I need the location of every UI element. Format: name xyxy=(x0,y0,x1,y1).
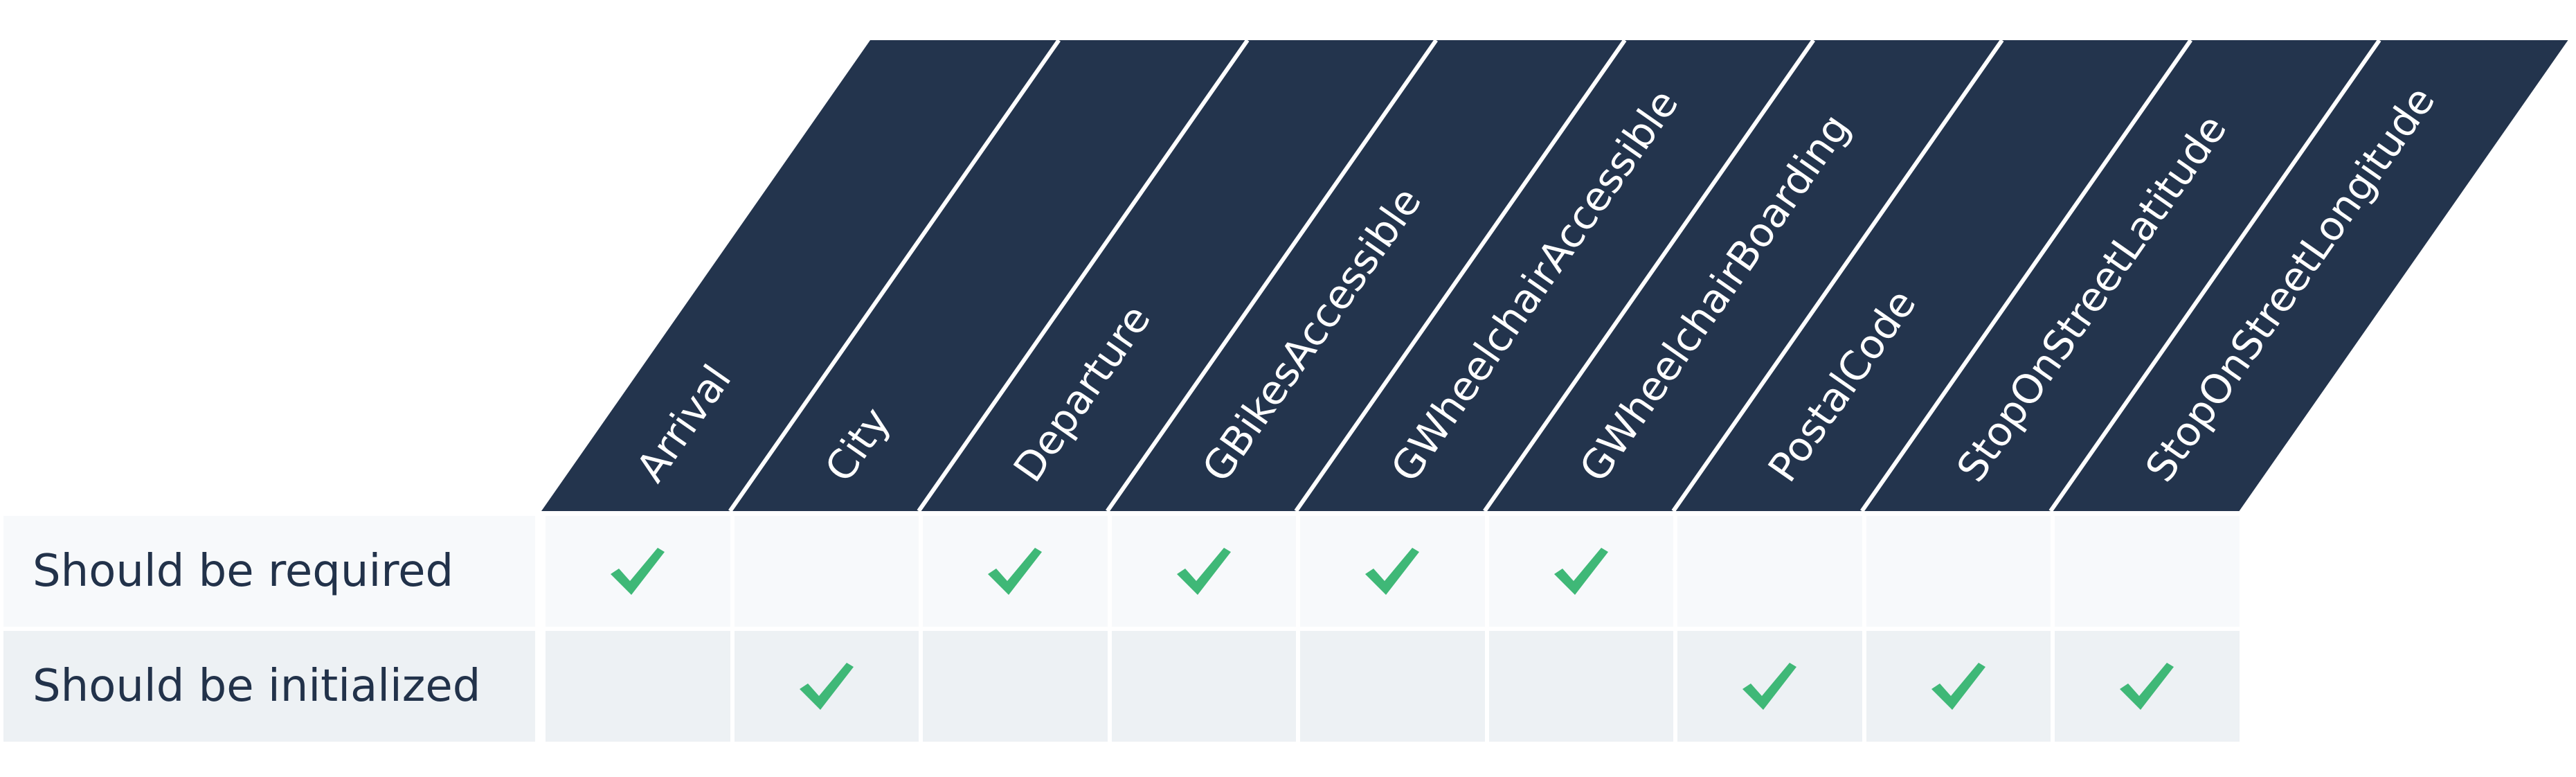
cell-departure xyxy=(919,631,1108,742)
header-divider xyxy=(1483,39,1815,512)
cell-gwheelchairaccessible xyxy=(1296,631,1485,742)
cell-gwheelchairboarding xyxy=(1484,631,1673,742)
cell-city xyxy=(730,516,919,627)
cell-departure xyxy=(919,516,1108,627)
check-icon xyxy=(2055,631,2240,742)
check-icon xyxy=(1677,631,1862,742)
cell-city xyxy=(730,631,919,742)
header-divider xyxy=(1860,39,2192,512)
header-divider xyxy=(2048,39,2381,512)
cell-gbikesaccessible xyxy=(1107,631,1296,742)
check-icon xyxy=(1300,516,1485,627)
cell-arrival xyxy=(541,631,730,742)
row-label: Should be required xyxy=(3,516,535,627)
header-divider xyxy=(1294,39,1627,512)
check-icon xyxy=(546,516,730,627)
cell-gwheelchairboarding xyxy=(1484,516,1674,627)
check-icon xyxy=(923,516,1108,627)
table-row-should-be-required: Should be required xyxy=(3,516,2243,627)
row-label: Should be initialized xyxy=(3,631,535,742)
cell-stoponstreetlongitude xyxy=(2051,516,2240,627)
header-divider xyxy=(728,39,1061,512)
check-icon xyxy=(1866,631,2051,742)
cell-gbikesaccessible xyxy=(1107,516,1297,627)
cell-stoponstreetlatitude xyxy=(1862,516,2051,627)
table-row-should-be-initialized: Should be initialized xyxy=(3,631,2243,742)
header-divider xyxy=(1106,39,1438,512)
header-divider xyxy=(1671,39,2004,512)
check-icon xyxy=(1112,516,1297,627)
cell-postalcode xyxy=(1673,631,1862,742)
check-icon xyxy=(735,631,919,742)
cell-postalcode xyxy=(1673,516,1862,627)
header-divider xyxy=(917,39,1250,512)
cell-stoponstreetlatitude xyxy=(1862,631,2051,742)
header-dividers xyxy=(728,39,2381,512)
cell-arrival xyxy=(541,516,730,627)
cell-gwheelchairaccessible xyxy=(1296,516,1485,627)
header-background xyxy=(541,40,2568,511)
check-icon xyxy=(1489,516,1674,627)
cell-stoponstreetlongitude xyxy=(2051,631,2240,742)
